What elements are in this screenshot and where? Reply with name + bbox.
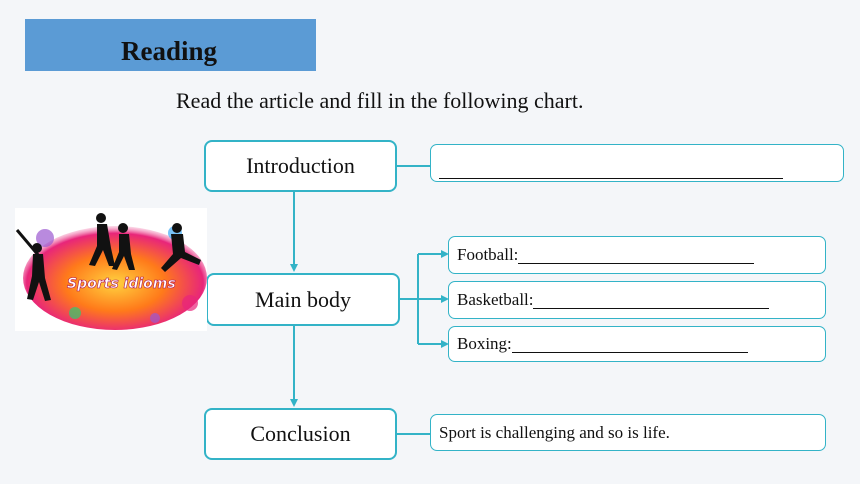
introduction-blank[interactable] — [439, 162, 783, 179]
boxing-blank[interactable] — [511, 336, 748, 353]
introduction-box: Introduction — [204, 140, 397, 192]
introduction-label: Introduction — [246, 153, 355, 178]
instruction-text: Read the article and fill in the followi… — [176, 88, 584, 113]
conclusion-text: Sport is challenging and so is life. — [439, 422, 670, 442]
football-blank[interactable] — [518, 247, 755, 264]
introduction-answer-box[interactable] — [430, 144, 844, 182]
conclusion-label: Conclusion — [250, 421, 351, 446]
boxing-label: Boxing: — [457, 334, 512, 353]
section-title: Reading — [121, 36, 218, 66]
main-body-label: Main body — [255, 286, 351, 312]
header-banner — [25, 19, 316, 71]
boxing-box[interactable]: Boxing: — [448, 326, 826, 362]
football-label: Football: — [457, 245, 519, 264]
basketball-label: Basketball: — [457, 290, 534, 309]
main-body-box: Main body — [206, 273, 400, 326]
conclusion-answer-box: Sport is challenging and so is life. — [430, 414, 826, 451]
sports-idioms-image: Sports idioms — [15, 208, 207, 331]
conclusion-box: Conclusion — [204, 408, 397, 460]
basketball-box[interactable]: Basketball: — [448, 281, 826, 319]
sports-idioms-caption: Sports idioms — [67, 276, 176, 292]
basketball-blank[interactable] — [533, 292, 770, 309]
football-box[interactable]: Football: — [448, 236, 826, 274]
